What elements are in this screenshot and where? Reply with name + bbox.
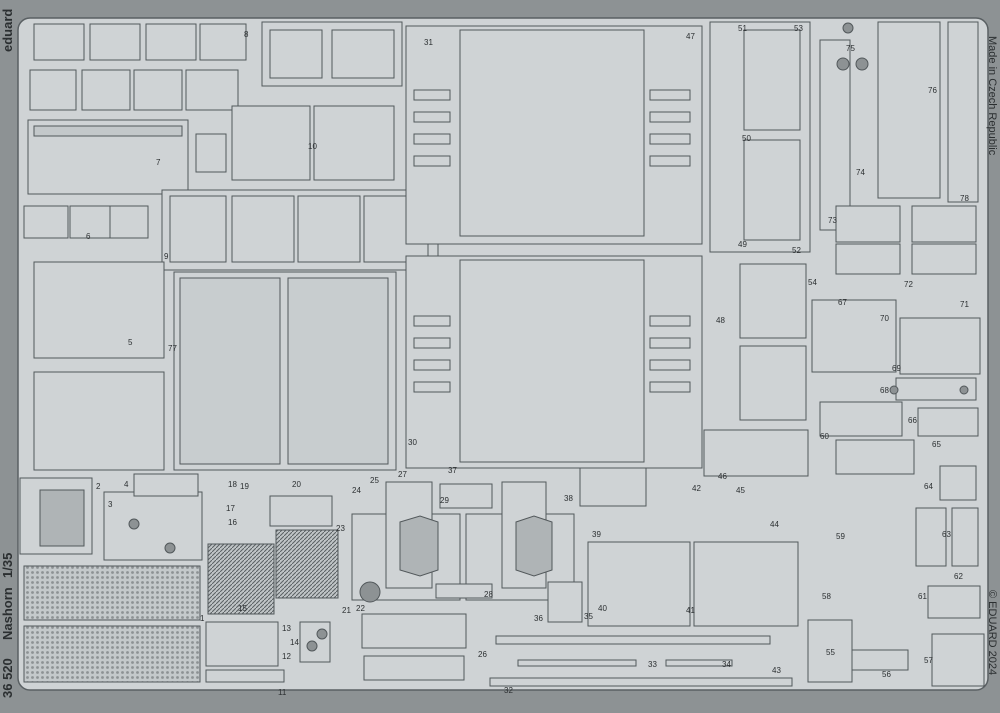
part-number: 20 <box>292 480 301 489</box>
part-number: 59 <box>836 532 845 541</box>
part-number: 72 <box>904 280 913 289</box>
part-number: 52 <box>792 246 801 255</box>
product-scale: 1/35 <box>0 552 15 578</box>
part-number: 4 <box>124 480 129 489</box>
part-number: 25 <box>370 476 379 485</box>
part-number: 47 <box>686 32 695 41</box>
product-title: Nashorn <box>0 587 15 640</box>
part-number: 65 <box>932 440 941 449</box>
part-number: 34 <box>722 660 731 669</box>
part-number: 58 <box>822 592 831 601</box>
part-number: 17 <box>226 504 235 513</box>
part-number: 15 <box>238 604 247 613</box>
part-number: 18 <box>228 480 237 489</box>
part-number: 73 <box>828 216 837 225</box>
part-number: 36 <box>534 614 543 623</box>
part-number: 21 <box>342 606 351 615</box>
part-number: 10 <box>308 142 317 151</box>
copyright-label: © EDUARD 2024 <box>986 590 998 676</box>
part-number: 39 <box>592 530 601 539</box>
origin-label: Made in Czech Republic <box>986 36 998 156</box>
part-number: 76 <box>928 86 937 95</box>
part-number: 22 <box>356 604 365 613</box>
part-number: 51 <box>738 24 747 33</box>
part-number: 62 <box>954 572 963 581</box>
part-number: 69 <box>892 364 901 373</box>
part-number: 19 <box>240 482 249 491</box>
part-number: 78 <box>960 194 969 203</box>
product-code: 36 520 <box>0 658 15 698</box>
part-number: 27 <box>398 470 407 479</box>
part-number: 42 <box>692 484 701 493</box>
brand-label: eduard <box>0 8 15 52</box>
part-number: 24 <box>352 486 361 495</box>
part-number: 56 <box>882 670 891 679</box>
part-number: 49 <box>738 240 747 249</box>
part-number: 33 <box>648 660 657 669</box>
part-number: 55 <box>826 648 835 657</box>
part-number: 6 <box>86 232 91 241</box>
part-number: 13 <box>282 624 291 633</box>
part-number: 26 <box>478 650 487 659</box>
part-number: 29 <box>440 496 449 505</box>
part-number: 74 <box>856 168 865 177</box>
part-number: 1 <box>200 614 205 623</box>
part-number: 12 <box>282 652 291 661</box>
part-number: 43 <box>772 666 781 675</box>
part-number: 50 <box>742 134 751 143</box>
part-number: 46 <box>718 472 727 481</box>
part-number: 5 <box>128 338 133 347</box>
part-number: 64 <box>924 482 933 491</box>
part-number: 44 <box>770 520 779 529</box>
part-number: 9 <box>164 252 169 261</box>
part-number: 8 <box>244 30 249 39</box>
part-number: 61 <box>918 592 927 601</box>
part-number: 7 <box>156 158 161 167</box>
part-number: 14 <box>290 638 299 647</box>
part-number: 60 <box>820 432 829 441</box>
part-number: 41 <box>686 606 695 615</box>
part-number: 16 <box>228 518 237 527</box>
part-number: 31 <box>424 38 433 47</box>
part-number: 70 <box>880 314 889 323</box>
part-number: 28 <box>484 590 493 599</box>
part-number: 30 <box>408 438 417 447</box>
part-number: 32 <box>504 686 513 695</box>
part-number: 77 <box>168 344 177 353</box>
part-number: 38 <box>564 494 573 503</box>
part-number: 66 <box>908 416 917 425</box>
part-number: 3 <box>108 500 113 509</box>
part-number: 11 <box>278 688 287 697</box>
part-number: 68 <box>880 386 889 395</box>
part-number: 67 <box>838 298 847 307</box>
part-number: 57 <box>924 656 933 665</box>
part-number: 23 <box>336 524 345 533</box>
part-number: 35 <box>584 612 593 621</box>
part-number: 2 <box>96 482 101 491</box>
part-number: 71 <box>960 300 969 309</box>
part-number: 54 <box>808 278 817 287</box>
part-number: 63 <box>942 530 951 539</box>
part-number: 45 <box>736 486 745 495</box>
part-number: 40 <box>598 604 607 613</box>
part-number: 48 <box>716 316 725 325</box>
part-number: 75 <box>846 44 855 53</box>
part-number: 37 <box>448 466 457 475</box>
part-number: 53 <box>794 24 803 33</box>
